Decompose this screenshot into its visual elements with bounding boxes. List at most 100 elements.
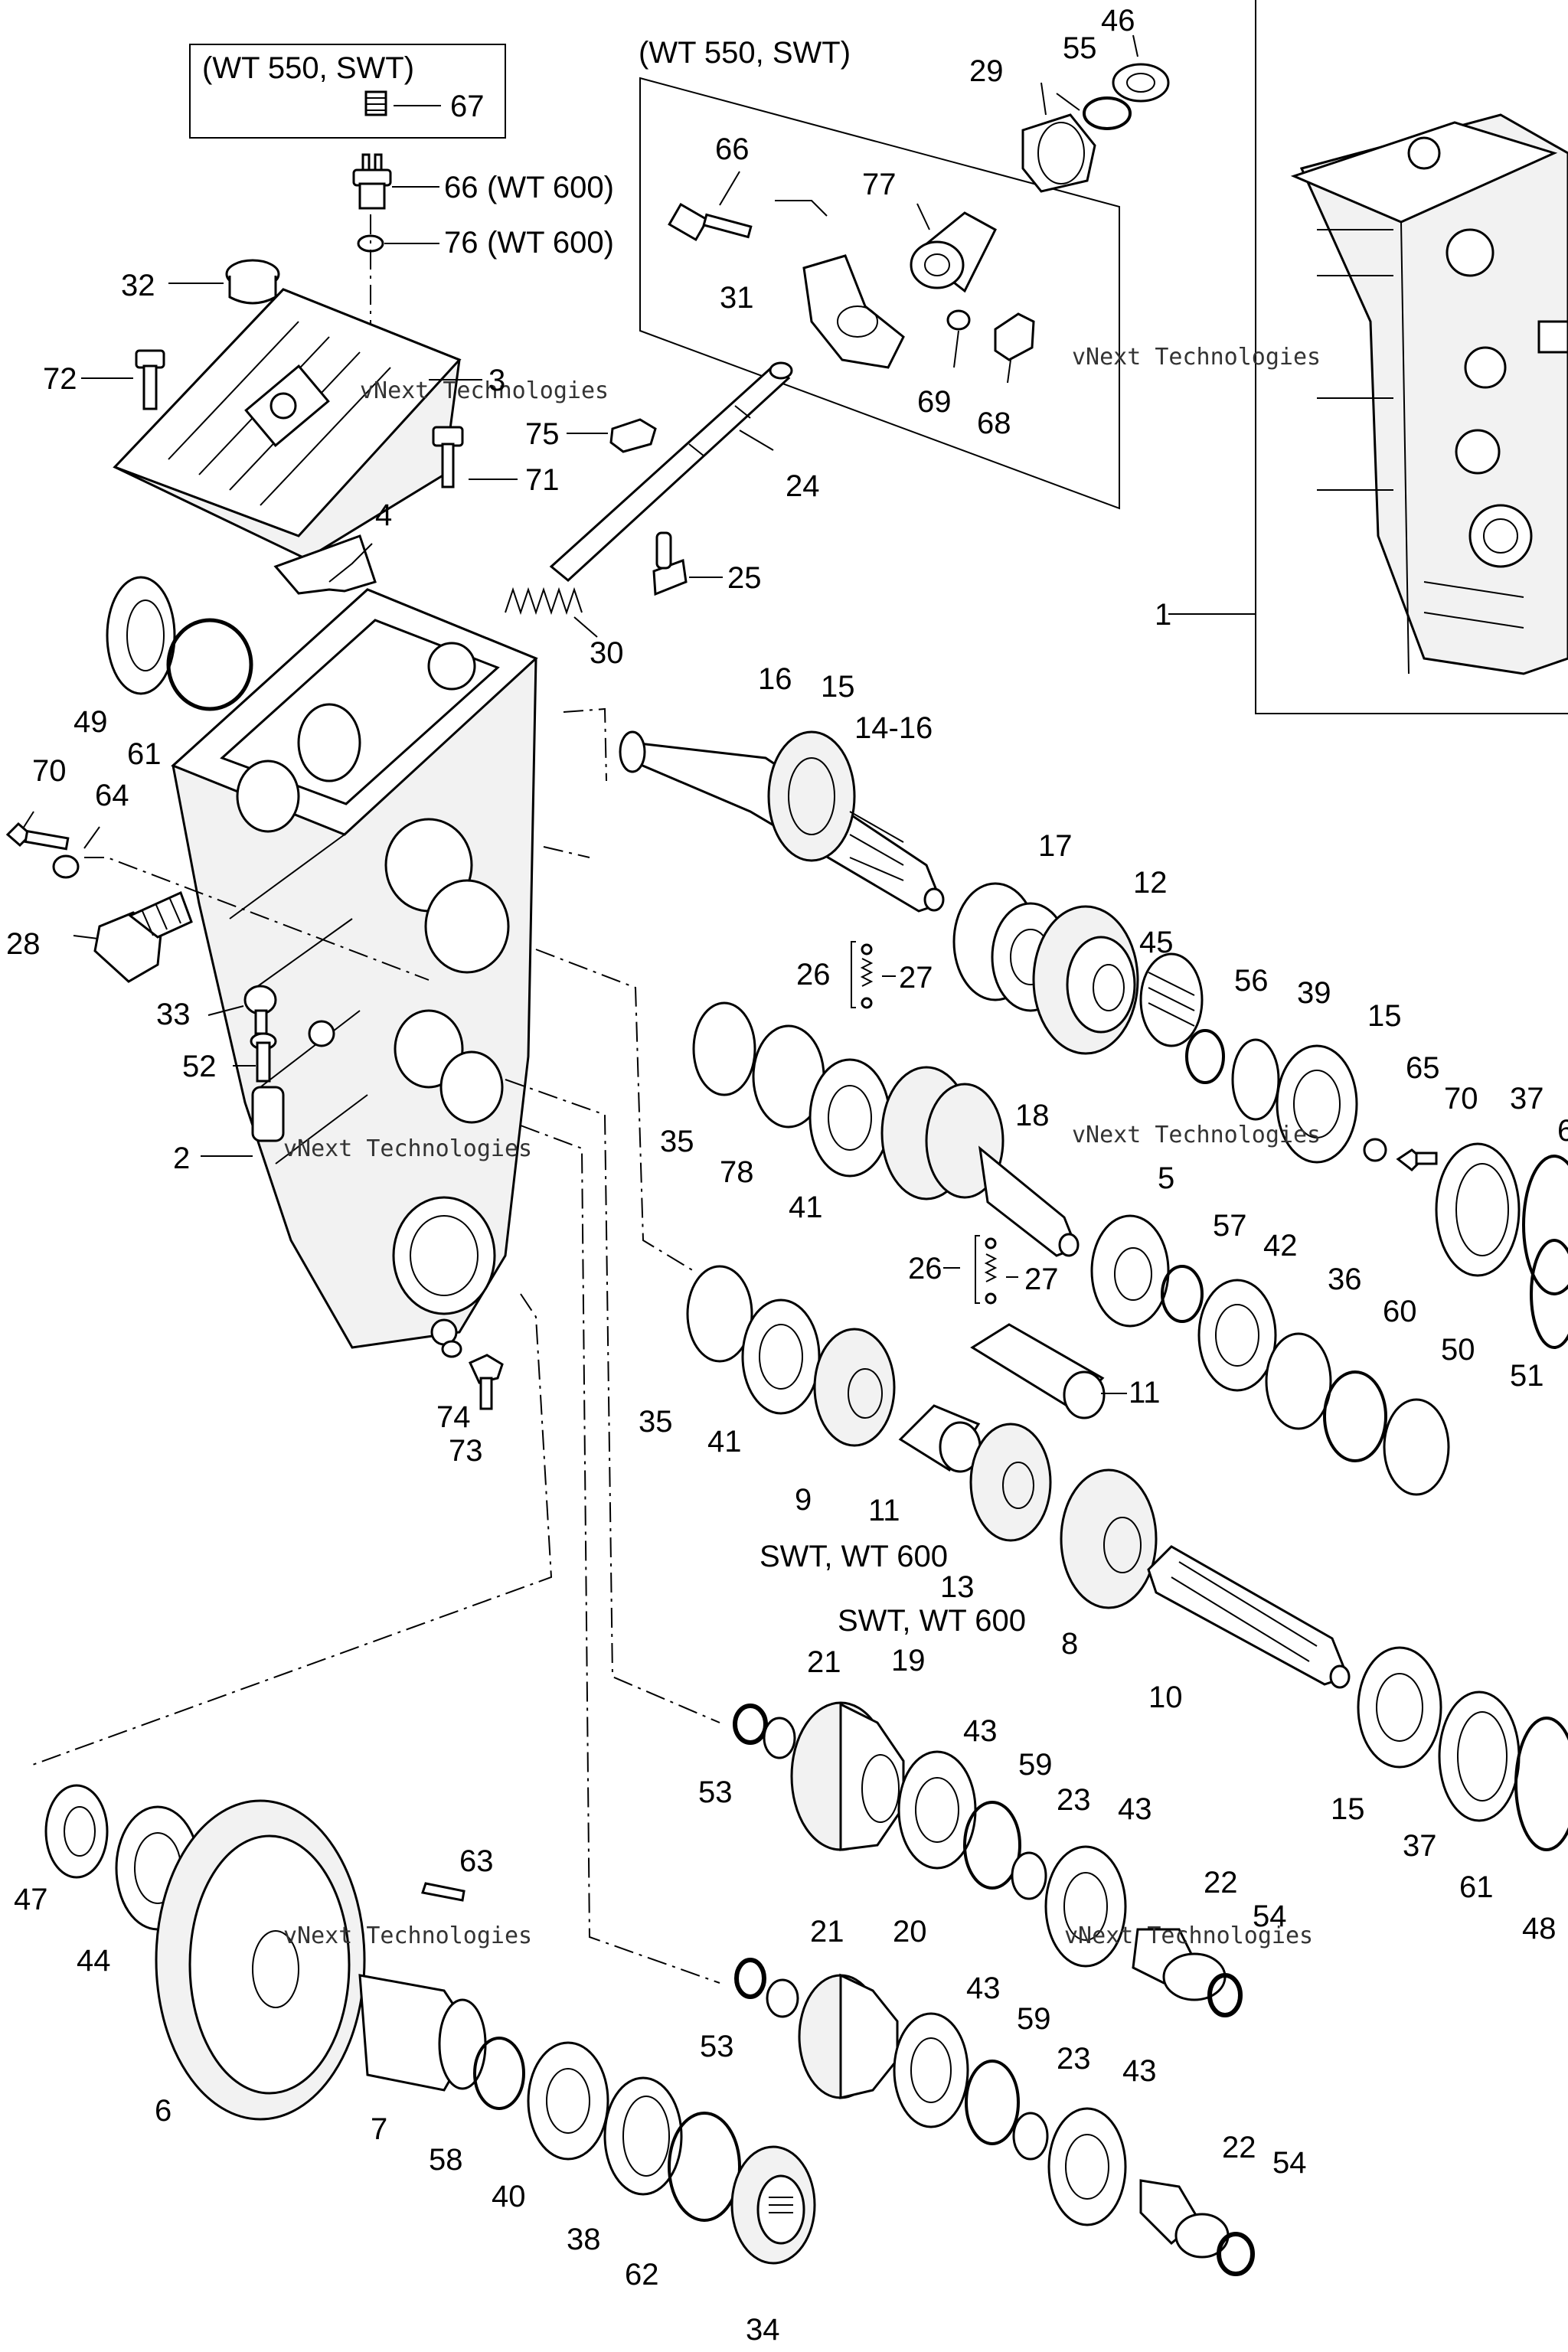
callout-41a: 41 [789, 1191, 823, 1224]
part-62-circlip-illustration [668, 2112, 741, 2222]
callout-55: 55 [1063, 31, 1097, 65]
callout-24: 24 [786, 469, 820, 503]
callout-45: 45 [1139, 926, 1174, 959]
part-33-valve-illustration [243, 985, 277, 1035]
part-70-screw-illustration [1396, 1148, 1438, 1171]
part-67-illustration [364, 90, 387, 116]
callout-38: 38 [567, 2223, 601, 2256]
callout-17: 17 [1038, 829, 1073, 863]
part-37-ring-illustration [1435, 1142, 1521, 1277]
callout-78: 78 [720, 1155, 754, 1189]
part-coupling-lower-illustration [1090, 1214, 1170, 1328]
part-43-bearing-4-illustration [1047, 2107, 1127, 2226]
part-2-housing-illustration [171, 588, 538, 1349]
callout-43b: 43 [1118, 1792, 1152, 1826]
part-51-circlip-illustration [1530, 1239, 1568, 1349]
part-72-bolt-illustration [135, 349, 165, 410]
callout-1: 1 [1155, 598, 1171, 632]
leader-lines [22, 34, 1256, 1394]
callout-76: 76 [444, 226, 479, 260]
callout-73: 73 [449, 1434, 483, 1468]
part-26-27-spring-ball-lower [975, 1235, 998, 1305]
option-box-top-center [639, 77, 1120, 510]
callout-64: 64 [95, 779, 129, 812]
callout-53a: 53 [698, 1775, 733, 1809]
part-10-output-shaft-illustration [1147, 1545, 1351, 1689]
part-9-gear-illustration [813, 1328, 896, 1447]
part-8-gear-illustration [1060, 1468, 1158, 1609]
part-47-washer-illustration [44, 1784, 109, 1879]
callout-8: 8 [1061, 1627, 1078, 1661]
part-25-pin-illustration [652, 531, 688, 596]
note-swt-wt600-b: SWT, WT 600 [838, 1604, 1026, 1638]
callout-6b: 6 [155, 2094, 172, 2128]
part-15-lower-bearing-illustration [1357, 1646, 1442, 1769]
note-wt600-76: (WT 600) [487, 226, 614, 260]
part-35-lower-ring-illustration [686, 1265, 753, 1363]
callout-19: 19 [891, 1644, 926, 1677]
callout-52: 52 [182, 1050, 217, 1083]
part-3-cover-illustration [113, 288, 462, 560]
watermark-small-1: vNext Technologies [360, 377, 609, 404]
part-34-cap-illustration [730, 2145, 816, 2265]
callout-68: 68 [977, 407, 1011, 440]
callout-71: 71 [525, 463, 560, 497]
callout-63: 63 [459, 1844, 494, 1878]
part-75-nut-illustration [609, 418, 657, 453]
callout-62: 62 [625, 2258, 659, 2292]
callout-11a: 11 [1129, 1376, 1161, 1410]
option-box-top-left [189, 44, 506, 139]
callout-25: 25 [727, 561, 762, 595]
part-35-ring-illustration [692, 1001, 756, 1096]
callout-21a: 21 [807, 1645, 841, 1679]
callout-58: 58 [429, 2143, 463, 2177]
callout-39: 39 [1297, 976, 1331, 1010]
callout-2: 2 [173, 1142, 190, 1175]
part-21-washer-upper-illustration [763, 1717, 796, 1759]
part-43-bearing-3-illustration [893, 2012, 969, 2128]
part-6-large-gear-illustration [155, 1799, 366, 2121]
part-15-bearing-illustration [1276, 1044, 1358, 1164]
callout-29: 29 [969, 54, 1004, 88]
callout-46: 46 [1101, 4, 1135, 38]
callout-6a: 6 [1557, 1114, 1568, 1148]
part-22-plug-lower-illustration [1139, 2179, 1230, 2259]
assembly-lines [30, 707, 720, 1984]
part-41-lower-bearing-illustration [741, 1298, 821, 1415]
callout-51: 51 [1510, 1359, 1544, 1393]
watermark-small-4: vNext Technologies [283, 1135, 532, 1162]
callout-50: 50 [1441, 1333, 1475, 1367]
callout-56: 56 [1234, 964, 1269, 998]
callout-20: 20 [893, 1915, 927, 1949]
callout-4: 4 [375, 498, 392, 532]
part-54-oring-lower-illustration [1217, 2232, 1255, 2276]
callout-5: 5 [1158, 1161, 1174, 1195]
callout-12: 12 [1133, 866, 1168, 900]
callout-42: 42 [1263, 1229, 1298, 1263]
part-68-nut-illustration [994, 312, 1035, 361]
part-32-plug-illustration [225, 259, 280, 305]
callout-43a: 43 [963, 1714, 998, 1748]
part-61-circlip-illustration [166, 618, 253, 711]
part-66-bolt-illustration [668, 202, 753, 242]
callout-48: 48 [1522, 1912, 1557, 1945]
part-26-27-spring-ball-upper [851, 941, 874, 1009]
callout-57: 57 [1213, 1209, 1247, 1243]
callout-37b: 37 [1403, 1829, 1437, 1863]
callout-27b: 27 [1024, 1263, 1059, 1296]
part-23-washer-upper-illustration [1011, 1851, 1047, 1900]
callout-28: 28 [6, 927, 41, 961]
callout-15a: 15 [821, 670, 855, 704]
part-7-hub-illustration [358, 1974, 487, 2092]
part-19-gear-illustration [790, 1701, 905, 1851]
part-53-oring-upper-illustration [733, 1704, 768, 1745]
part-77-cam-illustration [910, 211, 997, 293]
gearbox-assembly-illustration [1290, 113, 1568, 675]
part-53-oring-lower-illustration [734, 1958, 766, 1999]
part-6-right-edge-illustration [1522, 1155, 1568, 1295]
callout-70b: 70 [1444, 1082, 1478, 1116]
note-wt600-66: (WT 600) [487, 171, 614, 204]
callout-44: 44 [77, 1944, 111, 1978]
callout-10: 10 [1148, 1681, 1183, 1714]
